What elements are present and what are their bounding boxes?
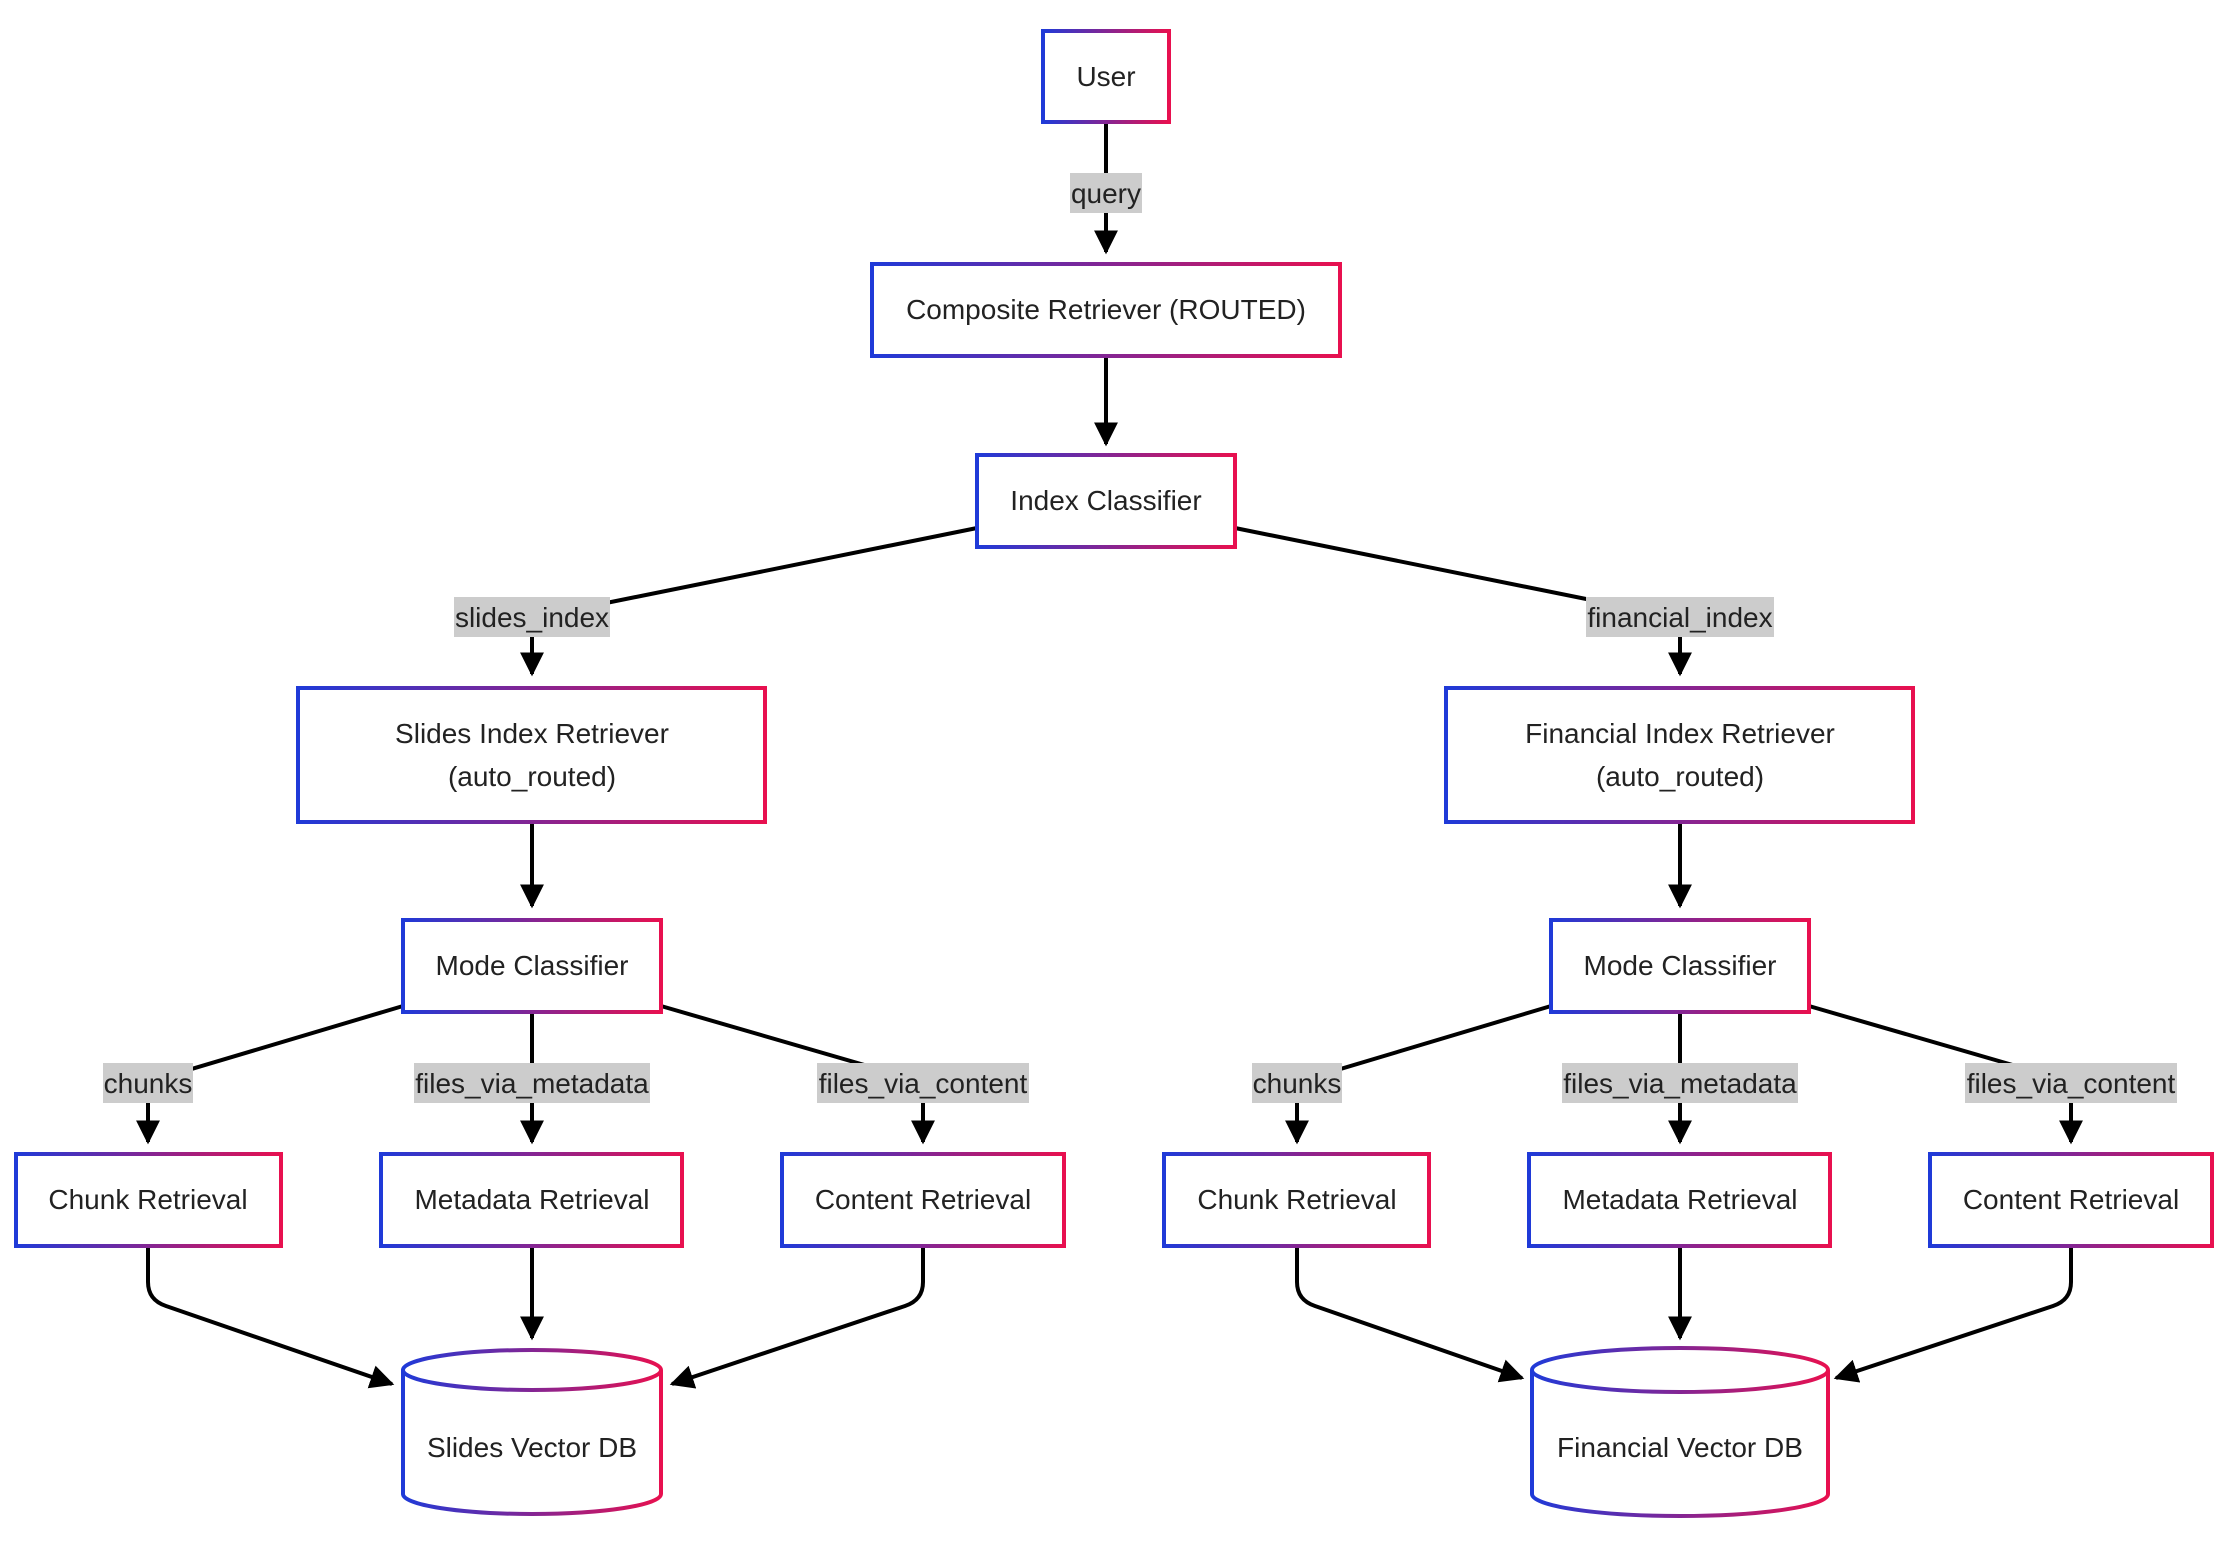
node-financial-chunk-retrieval[interactable]: Chunk Retrieval — [1162, 1152, 1431, 1248]
node-financial-mode-classifier[interactable]: Mode Classifier — [1549, 918, 1811, 1014]
edge-slides-content-to-db — [669, 1248, 925, 1389]
node-financial-metadata-retrieval[interactable]: Metadata Retrieval — [1527, 1152, 1832, 1248]
node-slides-mode-classifier-label: Mode Classifier — [436, 950, 629, 981]
edge-label-financial-index: financial_index — [1587, 602, 1772, 633]
node-financial-index-retriever-line1: Financial Index Retriever — [1525, 718, 1835, 749]
node-financial-index-retriever-line2: (auto_routed) — [1596, 761, 1764, 792]
node-financial-vector-db-label: Financial Vector DB — [1557, 1432, 1803, 1463]
node-index-classifier-label: Index Classifier — [1010, 485, 1201, 516]
node-user-label: User — [1076, 61, 1135, 92]
edge-financial-chunk-to-db — [1295, 1248, 1525, 1383]
edge-label-query: query — [1071, 178, 1141, 209]
edge-label-bg-slides-chunks — [103, 1063, 193, 1103]
node-financial-mode-classifier-label: Mode Classifier — [1584, 950, 1777, 981]
edge-label-slides-index: slides_index — [455, 602, 609, 633]
edge-label-bg-slides-files-via-metadata — [414, 1063, 650, 1103]
edge-label-financial-files-via-content: files_via_content — [1967, 1068, 2176, 1099]
node-financial-content-retrieval[interactable]: Content Retrieval — [1928, 1152, 2214, 1248]
node-slides-mode-classifier[interactable]: Mode Classifier — [401, 918, 663, 1014]
edge-label-bg-slides-files-via-content — [817, 1063, 1029, 1103]
nodes: User Composite Retriever (ROUTED) Index … — [14, 29, 2214, 1518]
edge-label-financial-chunks: chunks — [1253, 1068, 1342, 1099]
node-financial-index-retriever[interactable]: Financial Index Retriever (auto_routed) — [1444, 686, 1915, 824]
node-financial-content-retrieval-label: Content Retrieval — [1963, 1184, 2179, 1215]
node-slides-metadata-retrieval-label: Metadata Retrieval — [414, 1184, 649, 1215]
node-slides-vector-db[interactable]: Slides Vector DB — [401, 1348, 663, 1516]
node-slides-content-retrieval[interactable]: Content Retrieval — [780, 1152, 1066, 1248]
edge-label-slides-files-via-content: files_via_content — [819, 1068, 1028, 1099]
edges — [136, 122, 2083, 1389]
node-composite-retriever-label: Composite Retriever (ROUTED) — [906, 294, 1306, 325]
node-financial-metadata-retrieval-label: Metadata Retrieval — [1562, 1184, 1797, 1215]
edge-label-bg-financial-files-via-content — [1965, 1063, 2177, 1103]
edge-label-slides-chunks: chunks — [104, 1068, 193, 1099]
node-slides-chunk-retrieval-label: Chunk Retrieval — [48, 1184, 247, 1215]
edge-labels: query slides_index financial_index chunk… — [103, 173, 2177, 1103]
node-financial-chunk-retrieval-label: Chunk Retrieval — [1197, 1184, 1396, 1215]
node-slides-index-retriever-line1: Slides Index Retriever — [395, 718, 669, 749]
edge-slides-chunk-to-db — [146, 1248, 395, 1389]
node-slides-index-retriever-line2: (auto_routed) — [448, 761, 616, 792]
node-user[interactable]: User — [1041, 29, 1171, 124]
edge-label-bg-financial-files-via-metadata — [1562, 1063, 1798, 1103]
node-slides-content-retrieval-label: Content Retrieval — [815, 1184, 1031, 1215]
node-index-classifier[interactable]: Index Classifier — [975, 453, 1237, 549]
edge-financial-content-to-db — [1833, 1248, 2073, 1383]
edge-label-bg-query — [1070, 173, 1142, 213]
node-financial-vector-db[interactable]: Financial Vector DB — [1530, 1346, 1830, 1518]
edge-label-bg-financial-chunks — [1252, 1063, 1342, 1103]
edge-label-bg-financial-index — [1586, 597, 1774, 637]
node-composite-retriever[interactable]: Composite Retriever (ROUTED) — [870, 262, 1342, 358]
node-slides-vector-db-label: Slides Vector DB — [427, 1432, 637, 1463]
node-slides-metadata-retrieval[interactable]: Metadata Retrieval — [379, 1152, 684, 1248]
node-slides-index-retriever[interactable]: Slides Index Retriever (auto_routed) — [296, 686, 767, 824]
edge-label-financial-files-via-metadata: files_via_metadata — [1563, 1068, 1797, 1099]
edge-label-bg-slides-index — [454, 597, 610, 637]
edge-label-slides-files-via-metadata: files_via_metadata — [415, 1068, 649, 1099]
node-slides-chunk-retrieval[interactable]: Chunk Retrieval — [14, 1152, 283, 1248]
